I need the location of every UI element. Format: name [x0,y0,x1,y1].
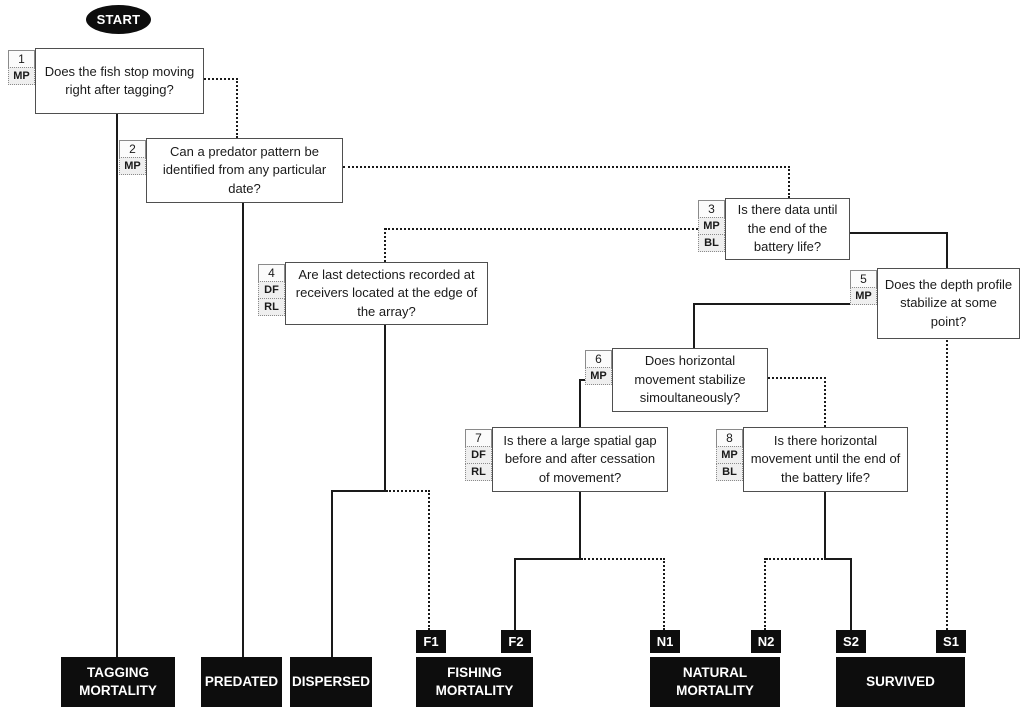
connector-line [850,232,948,234]
connector-line-dotted [663,558,665,630]
terminal-tagging-mortality: TAGGING MORTALITY [61,657,175,707]
decision-chips: 5 MP [850,270,877,305]
decision-chips: 6 MP [585,350,612,385]
decision-number-chip: 8 [716,429,743,447]
connector-line-dotted [768,377,826,379]
terminal-predated: PREDATED [201,657,282,707]
decision-node-1: 1 MP Does the fish stop moving right aft… [8,48,204,114]
connector-line-dotted [824,377,826,427]
connector-line [579,491,581,560]
connector-line [693,303,695,348]
decision-code-chip: RL [465,463,492,481]
connector-line-dotted [428,490,430,630]
decision-code-chip: MP [716,446,743,464]
connector-line-dotted [946,340,948,630]
decision-question: Does horizontal movement stabilize simou… [612,348,768,412]
connector-line [384,324,386,492]
connector-line [824,491,826,560]
connector-line [579,379,581,427]
connector-line [514,558,516,630]
decision-chips: 7 DF RL [465,429,492,481]
decision-chips: 4 DF RL [258,264,285,316]
connector-line-dotted [384,228,386,262]
decision-question: Is there horizontal movement until the e… [743,427,908,492]
connector-line [850,558,852,630]
connector-line [694,303,850,305]
decision-code-chip: BL [716,463,743,481]
decision-code-chip: MP [850,287,877,305]
connector-line-dotted [385,228,698,230]
decision-node-7: 7 DF RL Is there a large spatial gap bef… [465,427,668,492]
connector-line-dotted [764,558,766,630]
connector-line [824,558,852,560]
decision-chips: 1 MP [8,50,35,85]
decision-number-chip: 2 [119,140,146,158]
decision-node-8: 8 MP BL Is there horizontal movement unt… [716,427,908,492]
decision-chips: 2 MP [119,140,146,175]
decision-code-chip: MP [8,67,35,85]
connector-line [116,113,118,657]
connector-line [331,490,386,492]
decision-code-chip: BL [698,234,725,252]
decision-question: Is there a large spatial gap before and … [492,427,668,492]
decision-node-3: 3 MP BL Is there data until the end of t… [698,198,850,260]
decision-code-chip: MP [119,157,146,175]
decision-code-chip: RL [258,298,285,316]
outcome-tag-f2: F2 [501,630,531,653]
outcome-tag-n1: N1 [650,630,680,653]
connector-line [946,232,948,270]
outcome-tag-f1: F1 [416,630,446,653]
decision-number-chip: 7 [465,429,492,447]
terminal-survived: SURVIVED [836,657,965,707]
start-node: START [86,5,151,34]
connector-line-dotted [386,490,430,492]
decision-question: Is there data until the end of the batte… [725,198,850,260]
connector-line-dotted [236,78,238,138]
decision-number-chip: 6 [585,350,612,368]
terminal-dispersed: DISPERSED [290,657,372,707]
decision-question: Are last detections recorded at receiver… [285,262,488,325]
decision-node-4: 4 DF RL Are last detections recorded at … [258,262,488,325]
decision-number-chip: 3 [698,200,725,218]
decision-node-6: 6 MP Does horizontal movement stabilize … [585,348,768,412]
decision-node-2: 2 MP Can a predator pattern be identifie… [119,138,343,203]
connector-line-dotted [204,78,238,80]
outcome-tag-n2: N2 [751,630,781,653]
decision-code-chip: MP [698,217,725,235]
decision-number-chip: 4 [258,264,285,282]
connector-line [331,490,333,657]
connector-line [242,202,244,657]
connector-line-dotted [788,166,790,198]
connector-line-dotted [581,558,665,560]
decision-number-chip: 5 [850,270,877,288]
decision-node-5: 5 MP Does the depth profile stabilize at… [850,268,1020,339]
outcome-tag-s2: S2 [836,630,866,653]
decision-question: Does the depth profile stabilize at some… [877,268,1020,339]
connector-line-dotted [343,166,790,168]
decision-question: Can a predator pattern be identified fro… [146,138,343,203]
decision-code-chip: DF [258,281,285,299]
terminal-natural-mortality: NATURAL MORTALITY [650,657,780,707]
decision-code-chip: DF [465,446,492,464]
connector-line [514,558,581,560]
decision-number-chip: 1 [8,50,35,68]
decision-code-chip: MP [585,367,612,385]
connector-line [579,379,587,381]
decision-question: Does the fish stop moving right after ta… [35,48,204,114]
decision-chips: 8 MP BL [716,429,743,481]
decision-chips: 3 MP BL [698,200,725,252]
outcome-tag-s1: S1 [936,630,966,653]
terminal-fishing-mortality: FISHING MORTALITY [416,657,533,707]
connector-line-dotted [766,558,826,560]
